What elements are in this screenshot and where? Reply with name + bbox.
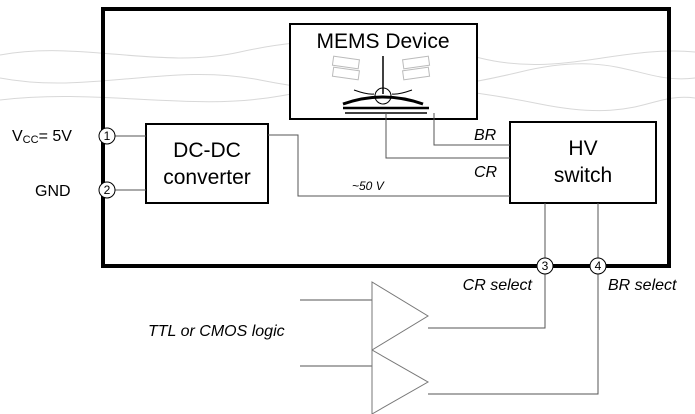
br-wire [433, 113, 510, 146]
pin-2: 2 [98, 181, 116, 199]
hv-switch-block: HV switch [509, 121, 657, 204]
cr-wire [385, 113, 510, 159]
pin-1: 1 [98, 127, 116, 145]
mems-device-block: MEMS Device [289, 23, 478, 120]
pin-4: 4 [589, 257, 607, 275]
pin-4-number: 4 [595, 259, 602, 273]
hv-label-line2: switch [554, 164, 612, 187]
cr-driver-buffer [371, 281, 429, 351]
hv-label-line1: HV [568, 137, 597, 160]
cr-select-wire-lower [428, 274, 546, 329]
mems-mirror-structure [342, 56, 429, 114]
wiring [113, 113, 599, 395]
mems-comb-structure [331, 55, 431, 81]
dcdc-label-line1: DC-DC [173, 139, 241, 162]
logic-buffers [371, 281, 430, 414]
pin-3: 3 [536, 257, 554, 275]
br-signal-label: BR [474, 127, 497, 144]
gnd-label: GND [35, 183, 71, 200]
pin-1-number: 1 [104, 129, 111, 143]
cr-select-label: CR select [463, 277, 533, 294]
dcdc-label-line2: converter [163, 166, 251, 189]
vcc-label: VCC= 5V [12, 128, 72, 146]
dcdc-converter-block: DC-DC converter [145, 123, 269, 204]
br-select-label: BR select [608, 277, 677, 294]
hv-supply-label: ~50 V [352, 179, 385, 193]
cr-signal-label: CR [474, 164, 498, 181]
pin-2-number: 2 [104, 183, 111, 197]
br-driver-buffer [371, 349, 430, 414]
hv-supply-wire [268, 134, 510, 197]
logic-type-label: TTL or CMOS logic [148, 323, 285, 340]
mems-label: MEMS Device [316, 30, 449, 53]
pin-3-number: 3 [542, 259, 549, 273]
br-select-wire-lower [428, 274, 599, 395]
